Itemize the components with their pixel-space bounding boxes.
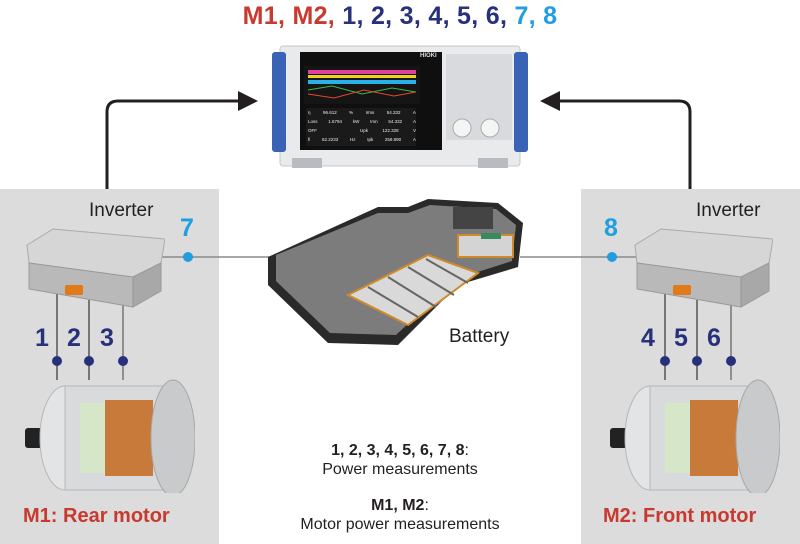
legend-motor: M1, M2: Motor power measurements [250, 496, 550, 534]
right-inverter-label: Inverter [696, 200, 761, 221]
phase-point-4-dot [660, 356, 670, 366]
legend-power-desc: Power measurements [322, 461, 478, 478]
reading-name: Loss [308, 119, 318, 124]
title-motor-part: M1, M2, [242, 2, 336, 30]
phase-point-3-label: 3 [100, 324, 114, 352]
phase-point-5-label: 5 [674, 324, 688, 352]
reading-value2: 54.332 [388, 119, 403, 124]
reading-row: Loss 1.6794 kW Imn 54.332 A [308, 117, 416, 126]
dc-point-8-label: 8 [604, 214, 618, 242]
reading-unit: % [349, 110, 354, 115]
reading-value2: 122.328 [382, 128, 399, 133]
reading-row: OFF Upk 122.328 V [308, 126, 416, 135]
phase-point-3-dot [118, 356, 128, 366]
reading-unit2: A [412, 119, 416, 124]
reading-name2: Imn [370, 119, 378, 124]
title-phase-part: 1, 2, 3, 4, 5, 6, [335, 2, 508, 30]
reading-unit2: V [412, 128, 416, 133]
reading-unit2: A [412, 110, 416, 115]
reading-name2: Irms [365, 110, 375, 115]
phase-point-2-dot [84, 356, 94, 366]
right-motor-label: M2: Front motor [603, 505, 757, 527]
legend-motor-heading: M1, M2 [371, 497, 425, 514]
title-dc-part: 7, 8 [507, 2, 558, 30]
reading-name: OFF [308, 128, 317, 133]
reading-value: 1.6794 [328, 119, 343, 124]
right-arrow-line [558, 99, 692, 189]
right-motor-image [610, 379, 780, 493]
reading-unit2: A [412, 137, 416, 142]
diagram-title: M1, M2, 1, 2, 3, 4, 5, 6, 7, 8 [0, 2, 800, 31]
dc-point-7-dot [183, 252, 193, 262]
right-inverter-image [634, 228, 773, 308]
left-inverter-image [26, 228, 165, 308]
left-motor-label: M1: Rear motor [23, 505, 170, 527]
left-arrow-line [105, 99, 240, 189]
phase-point-5-dot [692, 356, 702, 366]
phase-point-1-label: 1 [35, 324, 49, 352]
battery-label: Battery [449, 326, 510, 347]
reading-name2: Ipk [367, 137, 374, 142]
legend-motor-heading-row: M1, M2: [250, 496, 550, 515]
left-inverter-label: Inverter [89, 200, 154, 221]
left-motor-image [25, 379, 195, 493]
dc-point-7-label: 7 [180, 214, 194, 242]
battery-image [268, 199, 523, 345]
reading-row: fi 62.2233 Hz Ipk 259.890 A [308, 135, 416, 144]
legend-power: 1, 2, 3, 4, 5, 6, 7, 8: Power measuremen… [250, 441, 550, 479]
phase-point-1-dot [52, 356, 62, 366]
legend-power-heading: 1, 2, 3, 4, 5, 6, 7, 8 [331, 442, 465, 459]
power-analyzer-image [272, 45, 528, 168]
left-arrow-head [238, 91, 258, 111]
reading-name2: Upk [359, 128, 368, 133]
legend-colon: : [464, 442, 469, 459]
reading-value2: 54.332 [386, 110, 401, 115]
legend-power-heading-row: 1, 2, 3, 4, 5, 6, 7, 8: [250, 441, 550, 460]
phase-point-2-label: 2 [67, 324, 81, 352]
reading-unit: kW [352, 119, 360, 124]
right-arrow-head [540, 91, 560, 111]
reading-value2: 259.890 [384, 137, 402, 142]
reading-name: fi [308, 137, 311, 142]
legend-motor-desc: Motor power measurements [300, 516, 500, 533]
phase-point-4-label: 4 [641, 324, 655, 352]
reading-unit: Hz [349, 137, 356, 142]
analyzer-brand: HIOKI [420, 53, 437, 59]
reading-value: 96.612 [322, 110, 337, 115]
reading-name: η [308, 110, 311, 115]
phase-point-6-dot [726, 356, 736, 366]
reading-row: η 96.612% Irms 54.332 A [308, 108, 416, 117]
legend-colon: : [424, 497, 429, 514]
phase-point-6-label: 6 [707, 324, 721, 352]
dc-point-8-dot [607, 252, 617, 262]
reading-value: 62.2233 [321, 137, 339, 142]
